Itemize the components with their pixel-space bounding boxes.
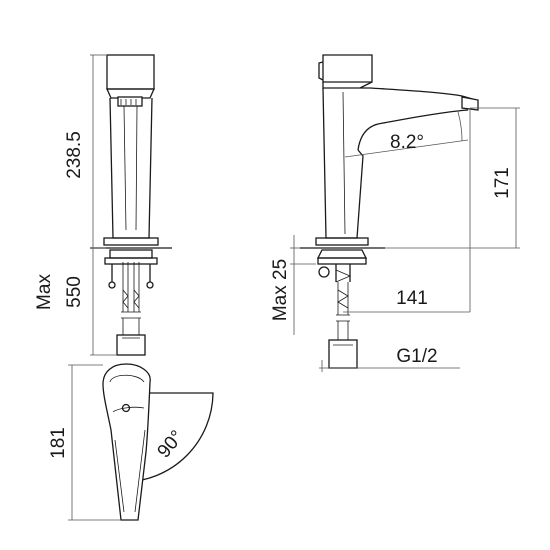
angle-line: [344, 139, 469, 158]
aerator: [117, 96, 143, 107]
dim-angle: 8.2°: [390, 132, 424, 153]
dim-max-label: Max: [34, 274, 55, 310]
top-spout: [102, 363, 151, 521]
top-view: 90° 181: [48, 363, 214, 521]
dim-thread: G1/2: [396, 346, 437, 367]
side-view: 8.2° 171 Max 25 141 G1/2: [270, 54, 520, 372]
side-spout-top: [322, 82, 477, 108]
front-base: [103, 237, 159, 246]
front-body: [109, 97, 153, 239]
dim-181: 181: [48, 427, 69, 459]
dim-171: 171: [492, 167, 513, 199]
side-spout-bottom: [357, 109, 469, 151]
top-pivot: [121, 403, 131, 413]
dim-max25: Max 25: [270, 259, 291, 321]
front-view: 238.5 Max 550: [34, 54, 172, 356]
front-connector: [116, 334, 146, 356]
dim-rotation: 90°: [154, 427, 189, 463]
side-handle: [322, 54, 373, 83]
front-head: [105, 88, 156, 99]
dim-141: 141: [396, 288, 428, 309]
front-handle: [106, 54, 155, 90]
side-connector: [328, 339, 358, 369]
dim-550: 550: [64, 276, 85, 308]
side-aerator: [461, 96, 479, 111]
side-base: [315, 237, 369, 246]
dim-238: 238.5: [64, 131, 85, 179]
